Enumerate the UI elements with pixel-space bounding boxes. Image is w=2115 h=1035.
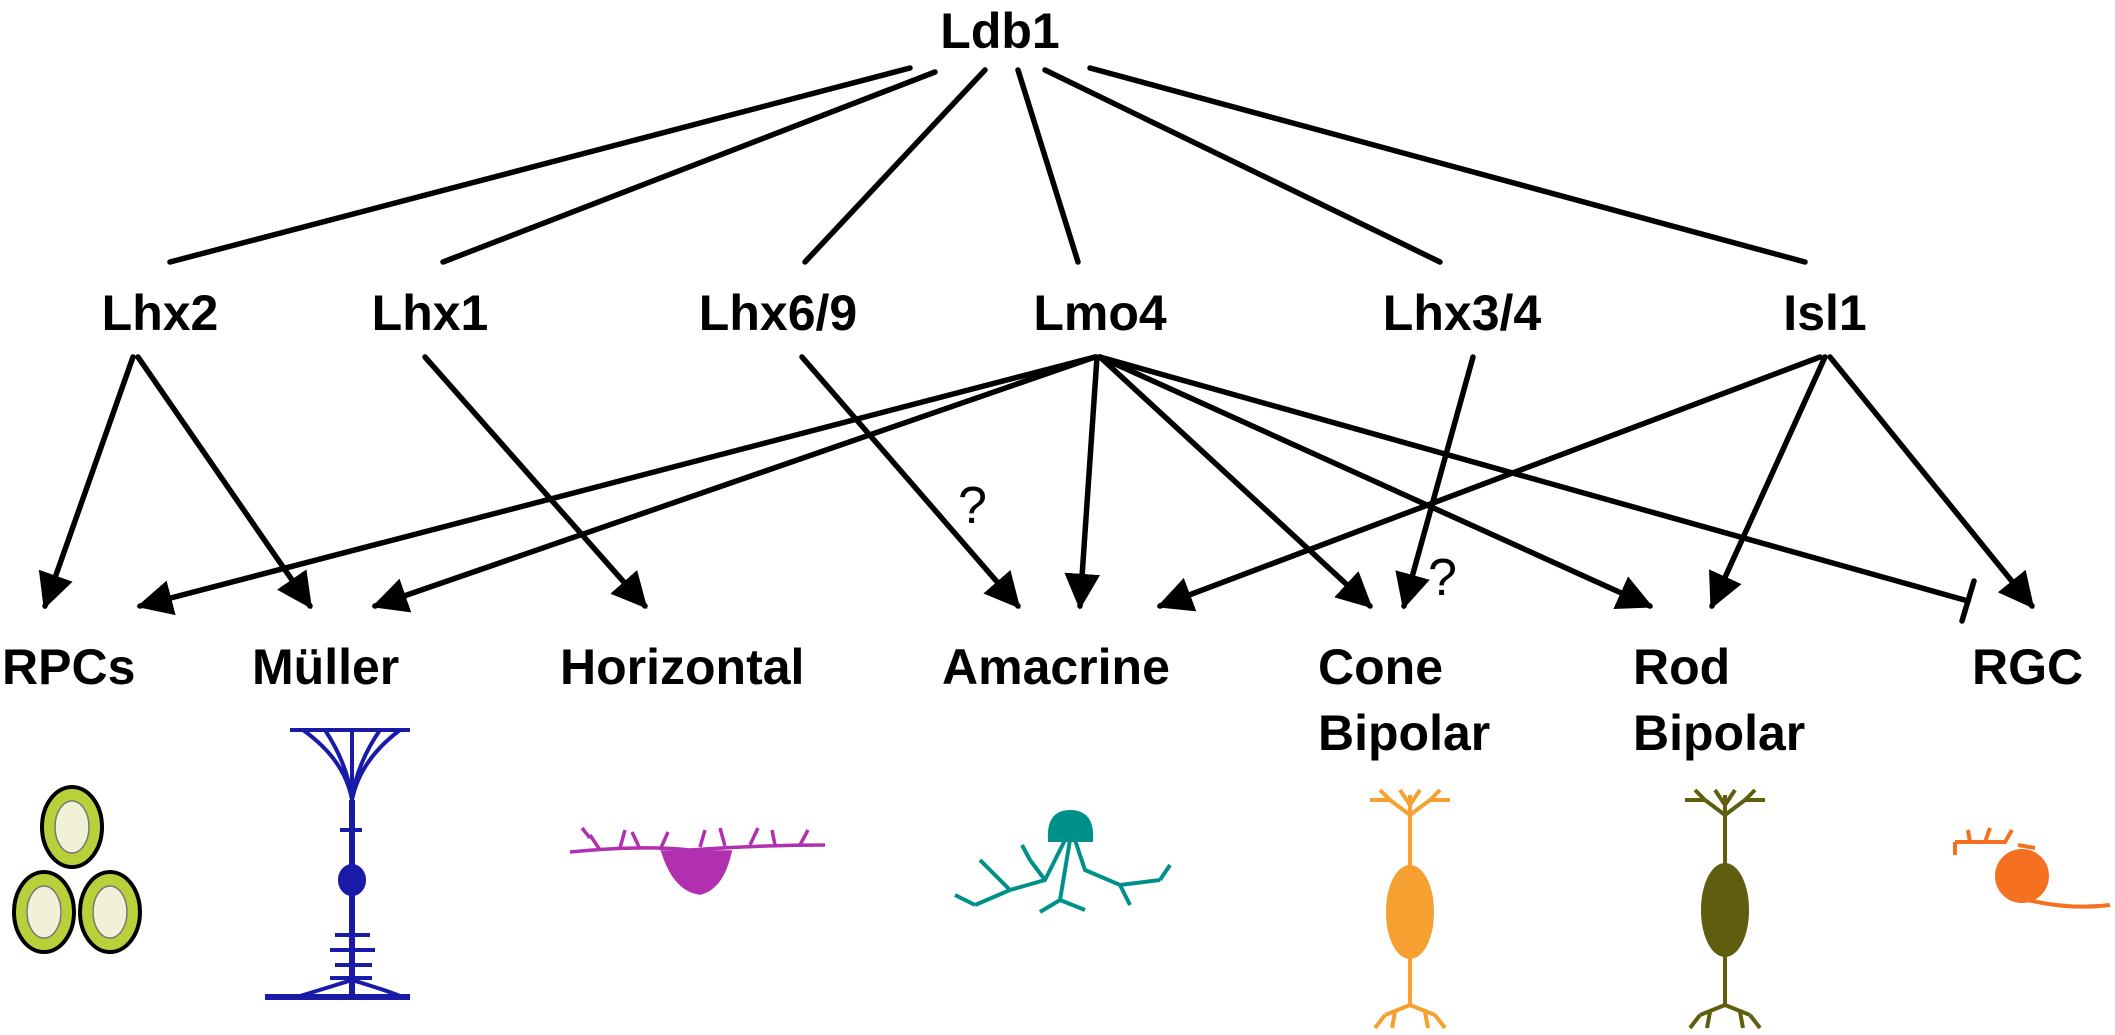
edge-lmo4-cone [1097, 354, 1373, 609]
edge-isl1-rod [1709, 354, 1828, 610]
cell-amacrine: Amacrine [942, 639, 1170, 695]
cell-cone-bipolar-line2: Bipolar [1318, 705, 1491, 761]
factor-lhx2: Lhx2 [101, 285, 219, 341]
edge-lmo4-amacrine [1064, 354, 1101, 610]
edge-ldb1-lmo4 [1015, 67, 1081, 265]
edge-isl1-rgc [1827, 354, 2035, 609]
uncertain-mark-amacrine: ? [958, 477, 987, 535]
regulation-edges [38, 354, 2035, 624]
edge-lhx2-muller [135, 354, 313, 609]
edge-lhx69-amacrine [799, 354, 1021, 609]
edge-lmo4-rgc-inhibit [1097, 354, 1971, 604]
amacrine-cell-icon [954, 809, 1172, 914]
edge-lmo4-rod [1097, 354, 1654, 610]
inhibit-bar [1959, 578, 1977, 624]
cell-cone-bipolar-line1: Cone [1318, 639, 1443, 695]
edge-lhx1-horizontal [422, 354, 648, 609]
cell-rpcs: RPCs [2, 639, 136, 695]
edge-ldb1-lhx2 [167, 65, 913, 265]
edge-ldb1-lhx1 [440, 69, 938, 265]
rod-bipolar-cell-icon [1685, 788, 1765, 1030]
rpc-cells-icon [12, 785, 142, 954]
uncertain-mark-cone: ? [1428, 549, 1457, 607]
edge-lmo4-muller [371, 354, 1098, 613]
edge-ldb1-lhx34 [1042, 67, 1443, 265]
ldb1-edges [167, 65, 1808, 265]
root-ldb1: Ldb1 [940, 3, 1060, 59]
factor-lhx1: Lhx1 [371, 285, 489, 341]
edge-lmo4-rpcs [136, 354, 1098, 616]
factor-lmo4: Lmo4 [1033, 285, 1167, 341]
cell-rgc: RGC [1972, 639, 2084, 695]
cone-bipolar-cell-icon [1370, 788, 1450, 1030]
horizontal-cell-icon [569, 826, 826, 895]
edge-lhx34-cone [1395, 354, 1476, 610]
edge-ldb1-isl1 [1087, 65, 1808, 265]
factor-isl1: Isl1 [1783, 285, 1867, 341]
muller-cell-icon [265, 728, 410, 1000]
factor-lhx3-4: Lhx3/4 [1382, 285, 1542, 341]
cell-muller: Müller [252, 639, 400, 695]
edge-isl1-amacrine [1156, 354, 1823, 612]
factor-lhx6-9: Lhx6/9 [698, 285, 858, 341]
cell-horizontal: Horizontal [560, 639, 805, 695]
rgc-cell-icon [1953, 827, 2111, 909]
edge-lhx2-rpcs [38, 354, 136, 610]
edge-ldb1-lhx69 [802, 67, 988, 265]
cell-rod-bipolar-line2: Bipolar [1633, 705, 1806, 761]
cell-rod-bipolar-line1: Rod [1633, 639, 1731, 695]
